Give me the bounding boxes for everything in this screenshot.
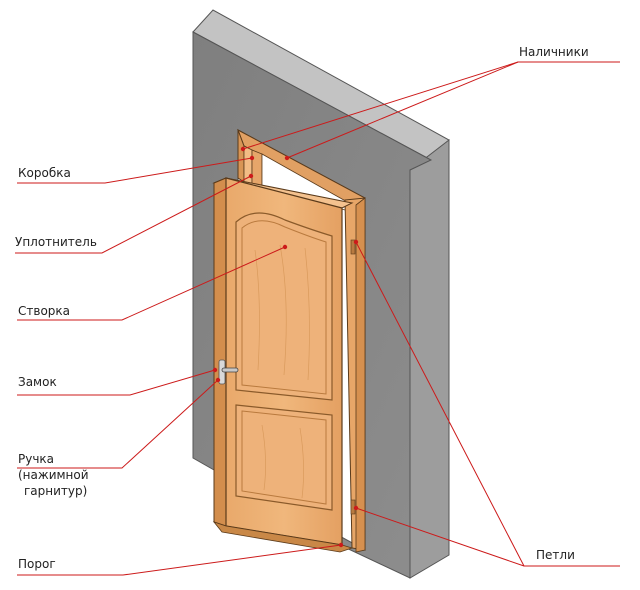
label-korobka: Коробка bbox=[18, 166, 71, 180]
door-frame bbox=[237, 128, 366, 553]
leader-uplotnitel bbox=[15, 175, 252, 254]
leader-zamok bbox=[17, 369, 216, 396]
leader-petli-b bbox=[355, 507, 525, 567]
leader-korobka bbox=[17, 157, 253, 184]
label-zamok: Замок bbox=[18, 375, 57, 389]
wall bbox=[192, 9, 450, 579]
label-uplotnitel: Уплотнитель bbox=[15, 235, 97, 249]
label-porog: Порог bbox=[18, 557, 56, 571]
label-ruchka: Ручка bbox=[18, 452, 55, 466]
label-nalichniki: Наличники bbox=[519, 45, 589, 59]
label-stvorka: Створка bbox=[18, 304, 71, 318]
door-handle bbox=[218, 359, 239, 385]
leader-nalichniki-b bbox=[286, 61, 519, 159]
leader-lines bbox=[15, 61, 620, 576]
leader-ruchka bbox=[17, 379, 219, 469]
leader-porog bbox=[17, 544, 342, 576]
threshold bbox=[212, 521, 354, 553]
label-petli: Петли bbox=[536, 548, 575, 562]
door-leaf bbox=[212, 177, 354, 546]
anchor-dots bbox=[212, 146, 359, 548]
label-ruchka-line2: (нажимной bbox=[18, 468, 89, 482]
leader-stvorka bbox=[17, 246, 286, 321]
label-ruchka-line3: гарнитур) bbox=[24, 484, 88, 498]
